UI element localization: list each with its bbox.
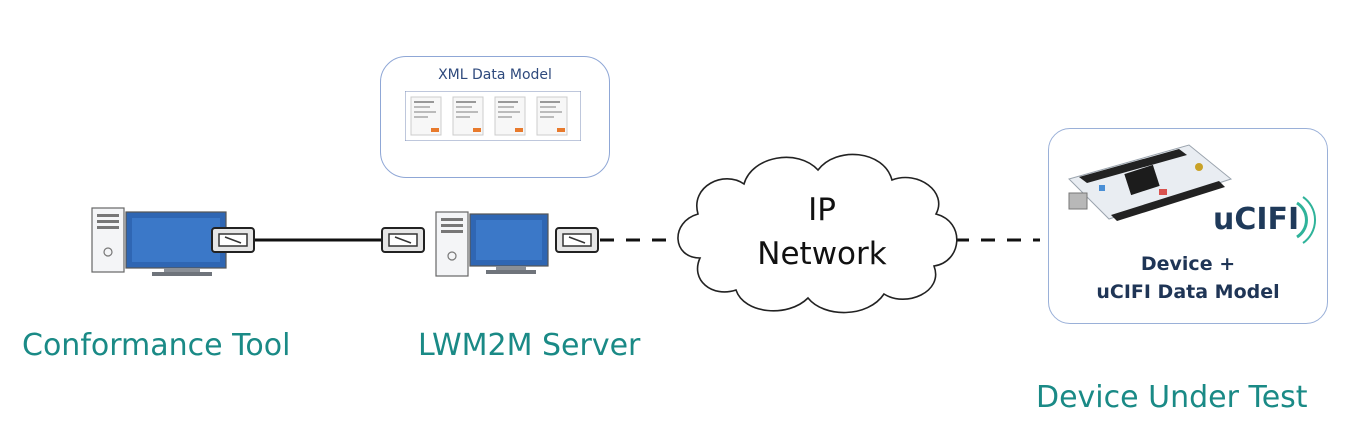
ucifi-logo: uCIFI: [1213, 196, 1316, 244]
device-box: uCIFI Device + uCIFI Data Model: [1048, 128, 1328, 324]
document-icon: [494, 96, 526, 136]
device-label-line1: Device +: [1140, 253, 1236, 275]
document-icon: [410, 96, 442, 136]
network-label-line2: Network: [757, 236, 887, 272]
rj45-connector-icon: [211, 227, 255, 253]
device-label-line2: uCIFI Data Model: [1096, 281, 1280, 303]
ucifi-logo-text: uCIFI: [1213, 202, 1299, 237]
xml-data-model-title: XML Data Model: [438, 67, 552, 83]
xml-data-model-box: XML Data Model: [380, 56, 610, 178]
device-under-test-label: Device Under Test: [1036, 380, 1308, 415]
cloud-icon: [677, 153, 958, 314]
network-label-line1: IP: [808, 192, 836, 228]
desktop-computer-icon: [91, 207, 227, 276]
rj45-connector-icon: [381, 227, 425, 253]
document-icon: [452, 96, 484, 136]
rj45-connector-icon: [555, 227, 599, 253]
desktop-computer-icon: [435, 211, 549, 277]
document-icon: [536, 96, 568, 136]
document-thumbnails: [405, 91, 581, 141]
microcontroller-board-icon: [1068, 144, 1233, 221]
conformance-tool-label: Conformance Tool: [22, 328, 291, 363]
lwm2m-server-label: LWM2M Server: [418, 328, 641, 363]
